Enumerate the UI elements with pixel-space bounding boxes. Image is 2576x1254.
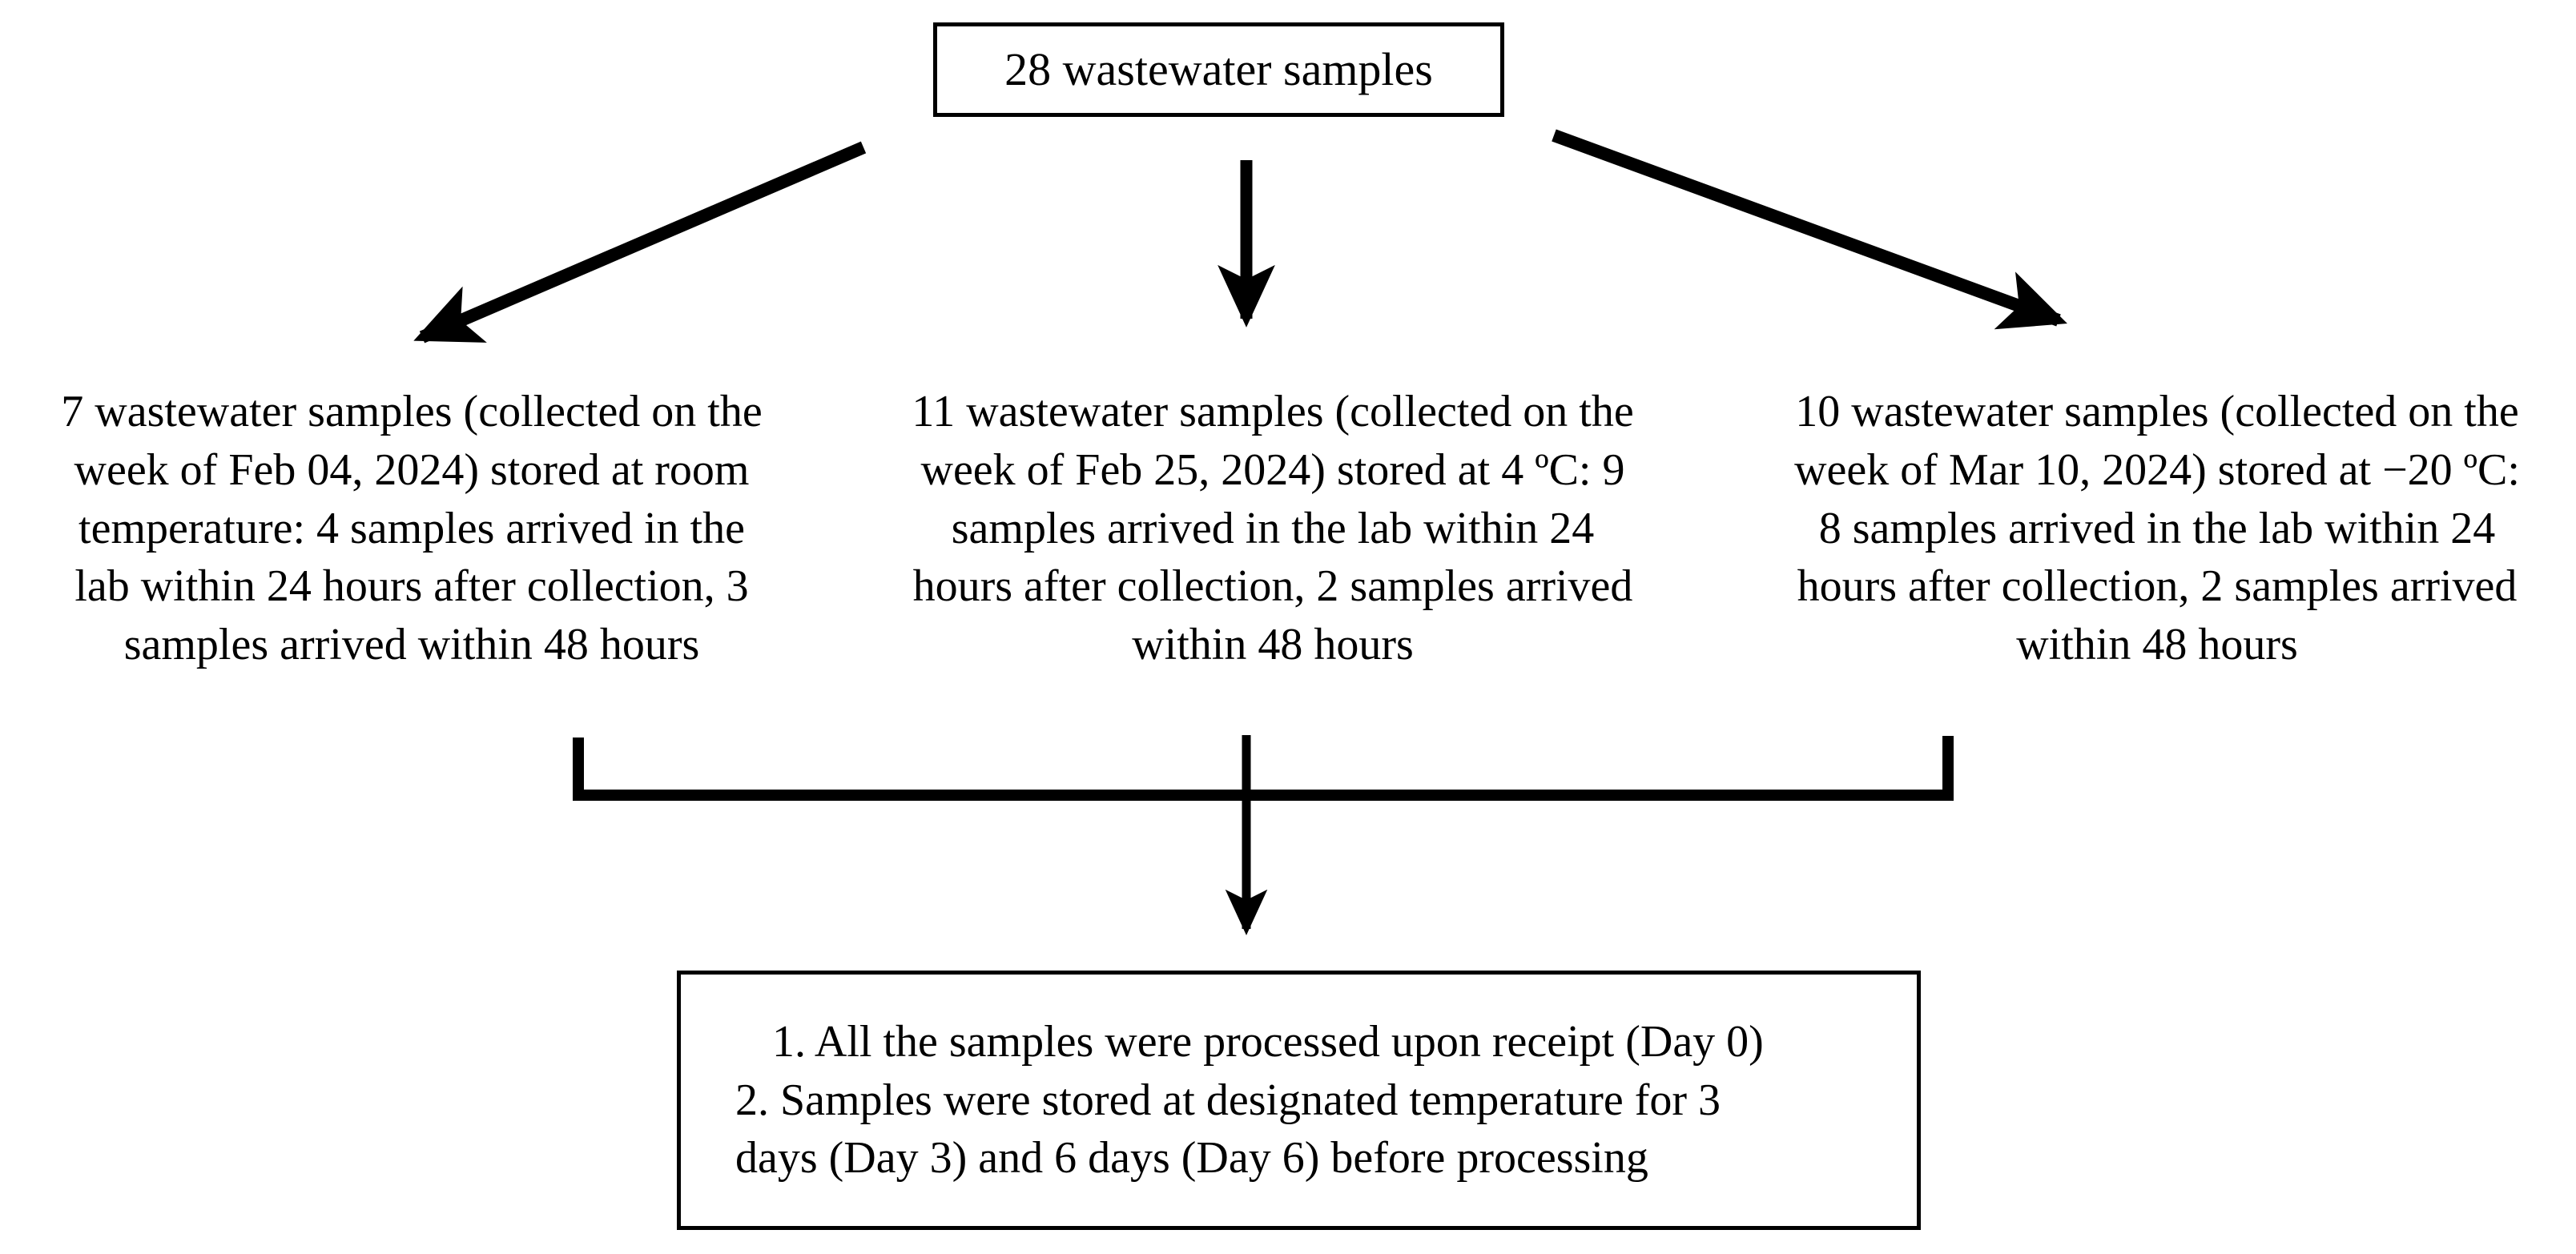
arrow-top-to-left-branch (413, 141, 867, 344)
branch-line: temperature: 4 samples arrived in the (78, 503, 745, 553)
node-processing-steps: 1. All the samples were processed upon r… (677, 971, 1921, 1230)
branch-line: samples arrived in the lab within 24 (951, 503, 1595, 553)
arrow-top-to-right-branch (1552, 129, 2067, 330)
processing-step-1: 1. All the samples were processed upon r… (772, 1016, 1764, 1067)
processing-step-2-continued: days (Day 3) and 6 days (Day 6) before p… (735, 1133, 1648, 1184)
node-total-samples-label: 28 wastewater samples (1004, 42, 1433, 95)
branch-line: within 48 hours (1132, 620, 1414, 670)
branch-minus-twenty-degrees: 10 wastewater samples (collected on the … (1748, 383, 2566, 674)
merge-bracket (573, 736, 1954, 801)
branch-line: week of Feb 04, 2024) stored at room (74, 444, 750, 495)
node-total-samples: 28 wastewater samples (933, 22, 1504, 117)
branch-line: 10 wastewater samples (collected on the (1795, 387, 2519, 436)
branch-line: samples arrived within 48 hours (123, 620, 700, 670)
branch-line: 11 wastewater samples (collected on the (912, 387, 1634, 436)
branch-line: hours after collection, 2 samples arrive… (1797, 561, 2518, 612)
branch-line: week of Mar 10, 2024) stored at −20 ºC: (1794, 444, 2520, 495)
node-processing-steps-text: 1. All the samples were processed upon r… (681, 1013, 1917, 1188)
branch-line: week of Feb 25, 2024) stored at 4 ºC: 9 (920, 444, 1625, 495)
branch-line: hours after collection, 2 samples arrive… (912, 561, 1633, 612)
branch-line: 8 samples arrived in the lab within 24 (1818, 503, 2496, 553)
branch-line: 7 wastewater samples (collected on the (61, 387, 763, 436)
processing-step-2: 2. Samples were stored at designated tem… (735, 1075, 1721, 1125)
branch-room-temperature: 7 wastewater samples (collected on the w… (11, 383, 812, 674)
branch-line: within 48 hours (2016, 620, 2298, 670)
branch-line: lab within 24 hours after collection, 3 (74, 561, 749, 612)
branch-four-degrees: 11 wastewater samples (collected on the … (863, 383, 1682, 674)
